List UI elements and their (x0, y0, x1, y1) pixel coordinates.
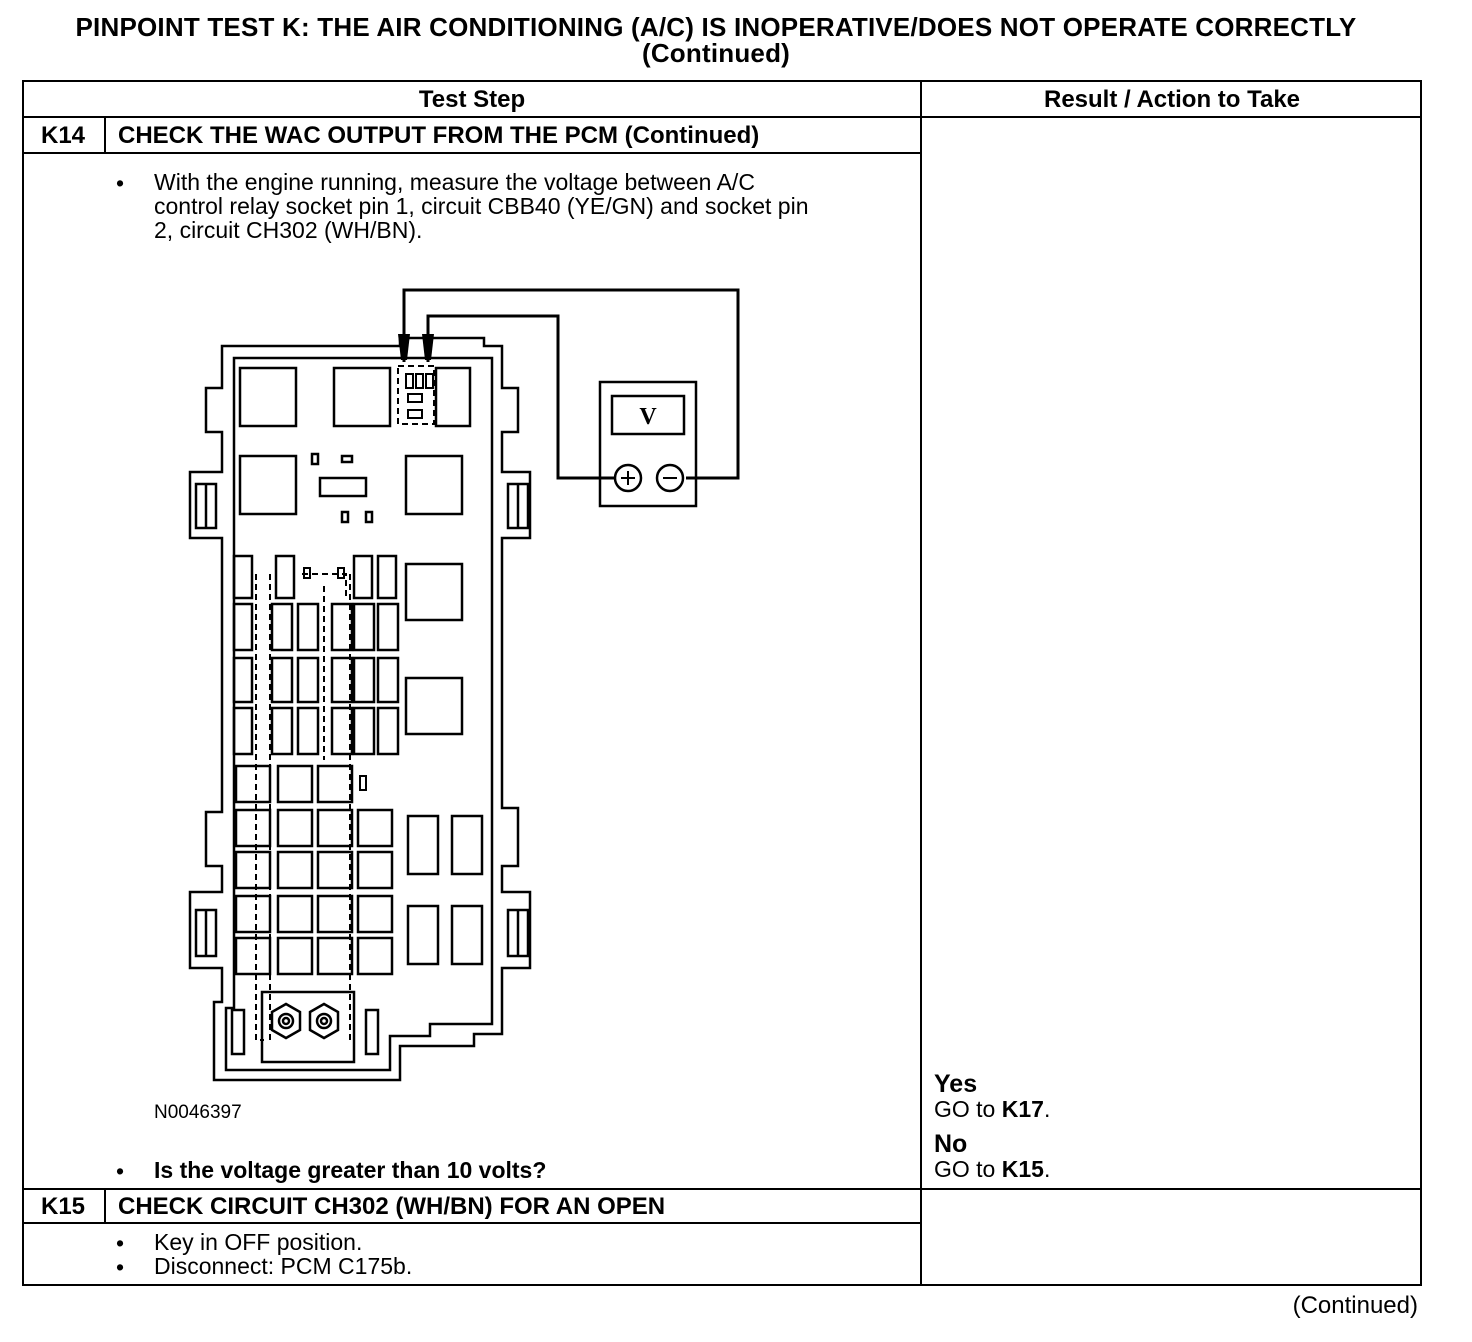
k14-step-title: CHECK THE WAC OUTPUT FROM THE PCM (Conti… (118, 122, 760, 149)
probe-wire-negative (402, 288, 740, 480)
k14-instruction: With the engine running, measure the vol… (154, 170, 809, 242)
page-title-line2: (Continued) (641, 38, 791, 68)
k15-step-1: Key in OFF position. (154, 1229, 363, 1255)
k14-id-divider (104, 116, 106, 154)
voltmeter-positive-terminal (613, 463, 643, 493)
voltmeter-label: V (639, 404, 657, 430)
k14-instruction-line-3: 2, circuit CH302 (WH/BN). (154, 217, 423, 243)
voltmeter (598, 380, 698, 508)
result-yes-go: GO to (934, 1096, 1002, 1122)
stud-2 (308, 1002, 340, 1040)
k15-step-id: K15 (40, 1193, 86, 1220)
probe-wire-positive (426, 314, 616, 480)
result-no-target: K15 (1001, 1156, 1044, 1182)
page-title: PINPOINT TEST K: THE AIR CONDITIONING (A… (0, 14, 1432, 66)
pinpoint-test-table (22, 80, 1422, 1286)
relay-2 (332, 366, 392, 428)
column-header-result: Result / Action to Take (1043, 86, 1301, 113)
result-no-go: GO to (934, 1156, 1002, 1182)
k15-step-2: Disconnect: PCM C175b. (154, 1253, 413, 1279)
column-header-test-step: Test Step (418, 86, 526, 113)
k14-step-id: K14 (40, 122, 86, 149)
bottom-connector (260, 990, 356, 1064)
page-title-line1: PINPOINT TEST K: THE AIR CONDITIONING (A… (75, 12, 1357, 42)
maxi-fuse-grid (234, 764, 394, 976)
result-yes-target: K17 (1001, 1096, 1044, 1122)
relay-1 (238, 366, 298, 428)
voltmeter-display (610, 394, 686, 436)
result-no-period: . (1043, 1156, 1051, 1182)
k14-instruction-line-1: With the engine running, measure the vol… (154, 169, 755, 195)
relay-6 (404, 562, 464, 622)
relay-3 (434, 366, 472, 428)
k15-id-divider (104, 1188, 106, 1224)
stud-1 (270, 1002, 302, 1040)
relay-7 (404, 676, 464, 736)
k14-question: Is the voltage greater than 10 volts? (154, 1157, 547, 1183)
k14-bullet-1: • (116, 170, 125, 196)
k14-title-divider (22, 152, 922, 154)
ac-relay-socket-highlight (397, 365, 435, 425)
k15-bullet-2: • (116, 1254, 125, 1280)
k14-bullet-2: • (116, 1158, 125, 1184)
mini-fuse-block (232, 554, 400, 756)
header-row-divider (22, 116, 1422, 118)
relay-4 (238, 454, 298, 516)
k15-title-divider (22, 1222, 922, 1224)
k15-step-title: CHECK CIRCUIT CH302 (WH/BN) FOR AN OPEN (118, 1193, 666, 1220)
column-divider (920, 80, 922, 1286)
k14-instruction-line-2: control relay socket pin 1, circuit CBB4… (154, 193, 809, 219)
result-no-label: No (934, 1130, 968, 1158)
figure-id: N0046397 (154, 1102, 242, 1123)
housing-inner (224, 356, 494, 1072)
result-yes-period: . (1043, 1096, 1051, 1122)
housing-outline (188, 336, 532, 1082)
result-no-action: GO to K15. (934, 1156, 1050, 1183)
result-yes-action: GO to K17. (934, 1096, 1050, 1123)
relay-5 (404, 454, 464, 516)
footer-continued: (Continued) (1292, 1292, 1418, 1319)
result-yes-label: Yes (934, 1070, 978, 1098)
voltmeter-negative-terminal (655, 463, 685, 493)
k15-row-divider (22, 1188, 1422, 1190)
k15-bullet-1: • (116, 1230, 125, 1256)
